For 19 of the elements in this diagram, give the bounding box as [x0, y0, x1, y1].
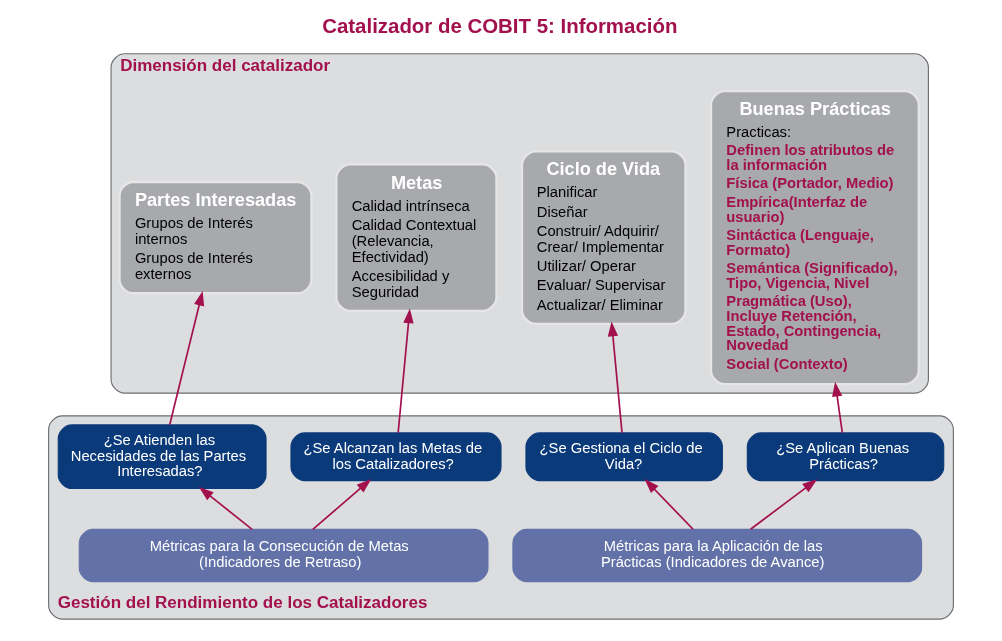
node-box: ¿Se Gestiona el Ciclo de Vida?	[525, 432, 723, 482]
arrow	[607, 321, 623, 434]
node-box: ¿Se Atienden las Necesidades de las Partes Interesadas?	[57, 424, 267, 490]
arrow	[311, 479, 372, 531]
node-box: ¿Se Aplican Buenas Prácticas?	[746, 432, 945, 482]
node-box: Buenas Prácticas Practicas: Definen los atributos de la información Física (Portador, Medio) Empírica(Interfaz de usuario) Sintáctica (Lenguaje, Formato) Semántica (Significado), Tipo, Vigencia, Nivel Pragmática (Uso), Incluye Retención, Estado, Contingencia, Novedad Social (Contexto)	[709, 90, 920, 386]
node-box: ¿Se Alcanzan las Metas de los Catalizadores?	[290, 432, 502, 482]
arrow	[644, 478, 694, 531]
arrow	[198, 487, 253, 531]
arrow	[832, 381, 844, 434]
arrow	[168, 291, 205, 426]
arrow	[749, 479, 818, 531]
arrow	[397, 308, 414, 434]
node-box: Ciclo de Vida Planificar Diseñar Construir/ Adquirir/ Crear/ Implementar Utilizar/ Operar Evaluar/ Supervisar Actualizar/ Eliminar	[520, 150, 687, 326]
node-box: Métricas para la Consecución de Metas (Indicadores de Retraso)	[78, 528, 489, 583]
node-box: Metas Calidad intrínseca Calidad Contextual (Relevancia, Efectividad) Accesibilidad y Seguridad	[335, 163, 498, 312]
node-box: Partes Interesadas Grupos de Interés internos Grupos de Interés externos	[118, 180, 313, 295]
diagram-title: Catalizador de COBIT 5: Información	[322, 14, 678, 37]
node-box: Métricas para la Aplicación de las Prácticas (Indicadores de Avance)	[512, 528, 923, 583]
